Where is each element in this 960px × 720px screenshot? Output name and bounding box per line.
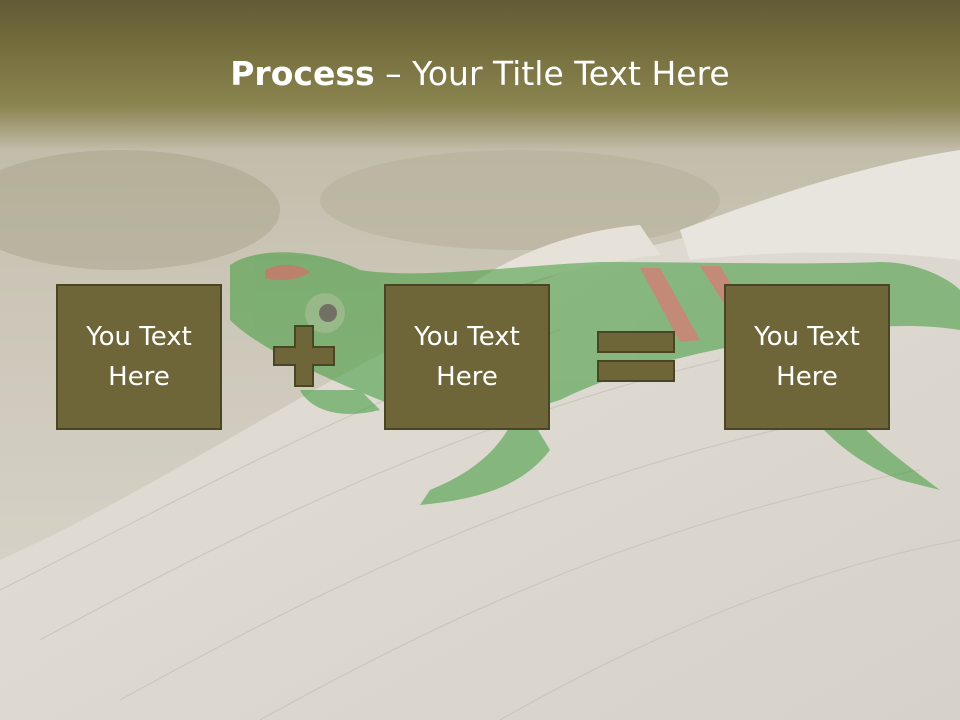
process-box-2-text: You Text Here <box>414 322 520 392</box>
process-box-3: You Text Here <box>724 284 890 430</box>
process-box-1-text: You Text Here <box>86 322 192 392</box>
plus-icon <box>273 325 335 387</box>
equals-icon <box>597 331 675 382</box>
slide-title: Process – Your Title Text Here <box>0 52 960 96</box>
title-rest: – Your Title Text Here <box>374 54 730 93</box>
process-box-1: You Text Here <box>56 284 222 430</box>
process-box-2: You Text Here <box>384 284 550 430</box>
title-band <box>0 0 960 150</box>
process-box-3-text: You Text Here <box>754 322 860 392</box>
title-bold: Process <box>230 54 375 93</box>
